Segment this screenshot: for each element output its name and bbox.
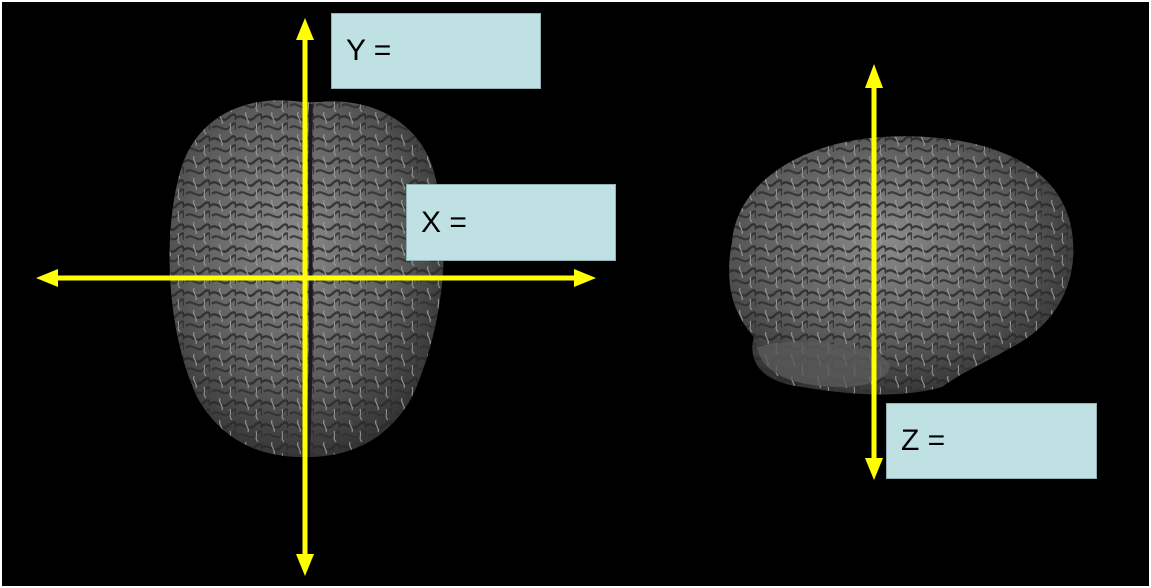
arrow-head-up: [296, 18, 314, 40]
z-label: Z =: [901, 424, 946, 457]
y-label: Y =: [346, 34, 392, 67]
z-label-box: Z =: [886, 403, 1097, 479]
arrow-head-down: [296, 554, 314, 576]
arrow-head-left: [36, 269, 58, 287]
x-label: X =: [421, 205, 467, 239]
brain-side-view: [728, 136, 1074, 395]
x-label-box: X =: [406, 184, 616, 261]
arrow-head-right: [574, 269, 596, 287]
arrows: [36, 18, 883, 576]
arrow-head-down-right: [865, 458, 883, 480]
arrow-head-up-right: [865, 64, 883, 88]
y-label-box: Y =: [331, 13, 541, 89]
